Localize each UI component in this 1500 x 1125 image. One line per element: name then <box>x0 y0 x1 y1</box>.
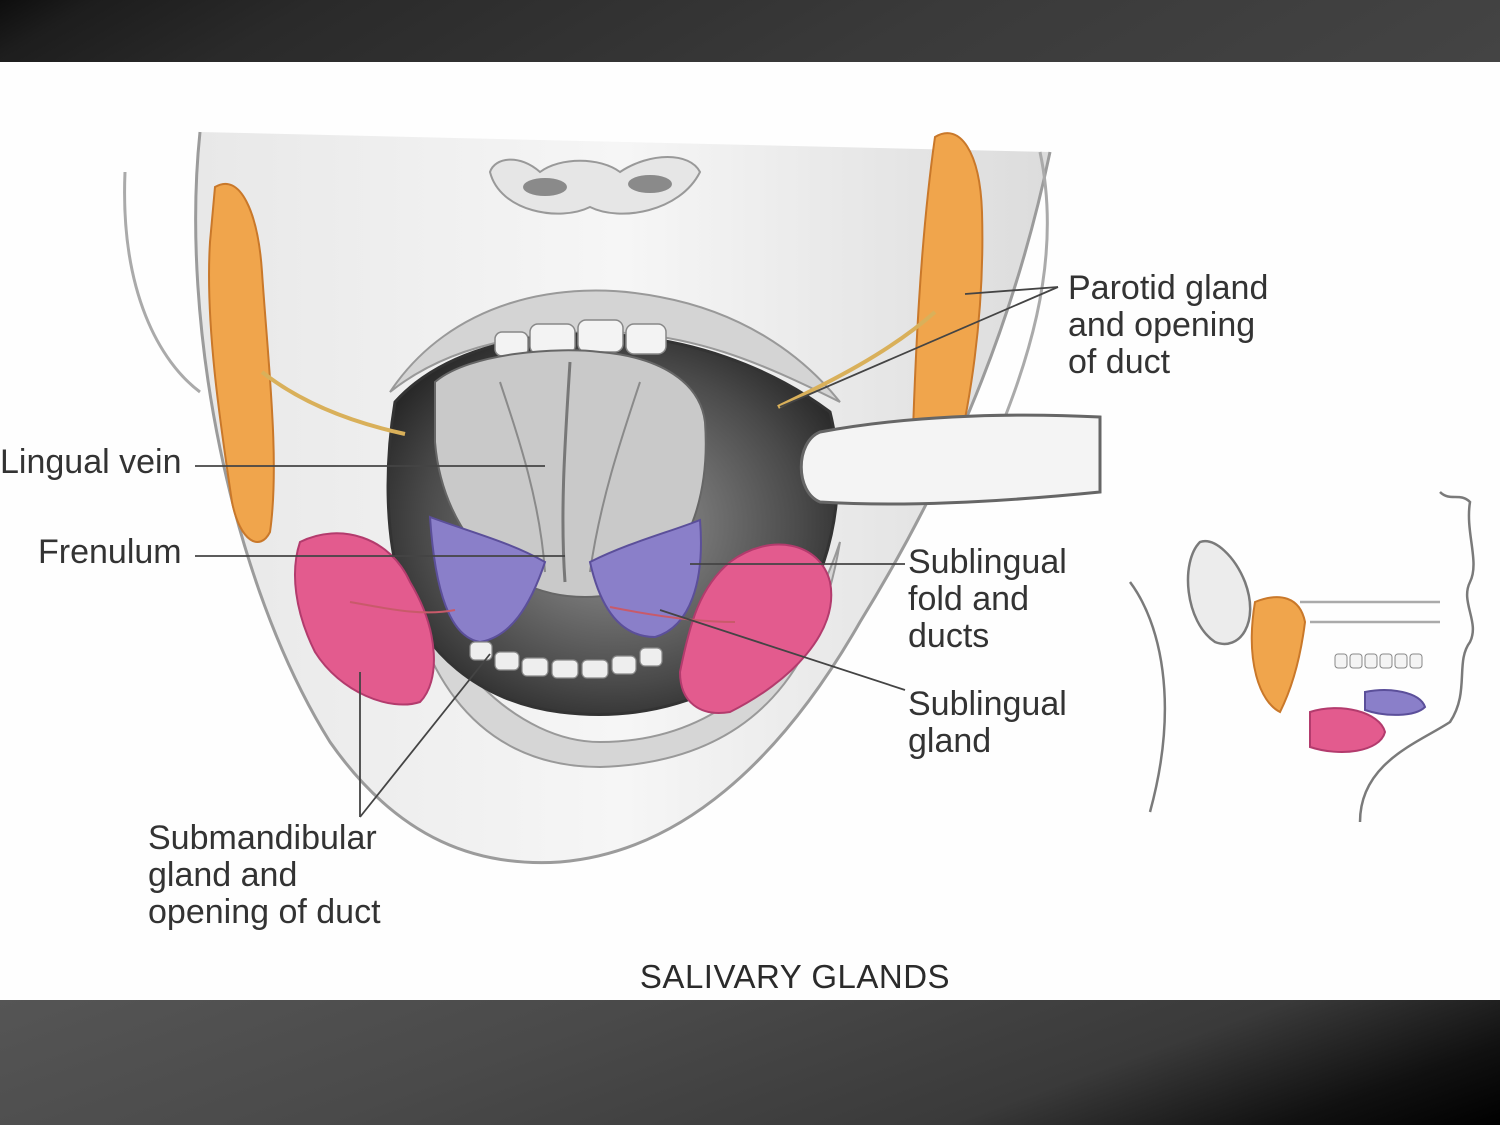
label-lingual-vein: Lingual vein <box>0 443 182 481</box>
sublingual-gland-left <box>428 515 547 644</box>
parotid-duct-right <box>777 310 937 409</box>
parotid-gland-left <box>208 182 275 543</box>
nose <box>488 156 702 215</box>
upper-teeth <box>494 319 667 357</box>
inset-submandibular <box>1309 707 1387 753</box>
leader-lines <box>195 286 1059 818</box>
slide-content: Parotid gland and opening of duct Lingua… <box>0 62 1500 1000</box>
label-sublingual-gland: Sublingual gland <box>908 685 1067 760</box>
inset-parotid <box>1250 596 1307 714</box>
parotid-duct-left <box>260 370 406 436</box>
figure-caption: SALIVARY GLANDS <box>639 958 951 995</box>
tongue-depressor <box>799 413 1102 506</box>
submandibular-gland-left <box>294 532 435 706</box>
slide-bottom-bar <box>0 1000 1500 1125</box>
inset-sublingual <box>1364 689 1427 716</box>
inset-teeth <box>1334 653 1423 669</box>
label-sublingual-fold: Sublingual fold and ducts <box>908 543 1067 655</box>
salivary-glands-illustration <box>123 131 1475 865</box>
slide-top-bar <box>0 0 1500 62</box>
label-parotid-gland: Parotid gland and opening of duct <box>1068 269 1269 381</box>
label-submandibular-gland: Submandibular gland and opening of duct <box>148 819 381 931</box>
inset-head-profile <box>1128 491 1475 823</box>
submandibular-gland-right <box>678 543 833 714</box>
lower-teeth <box>469 641 663 679</box>
left-cheek-shade <box>123 171 201 394</box>
label-frenulum: Frenulum <box>38 533 182 571</box>
